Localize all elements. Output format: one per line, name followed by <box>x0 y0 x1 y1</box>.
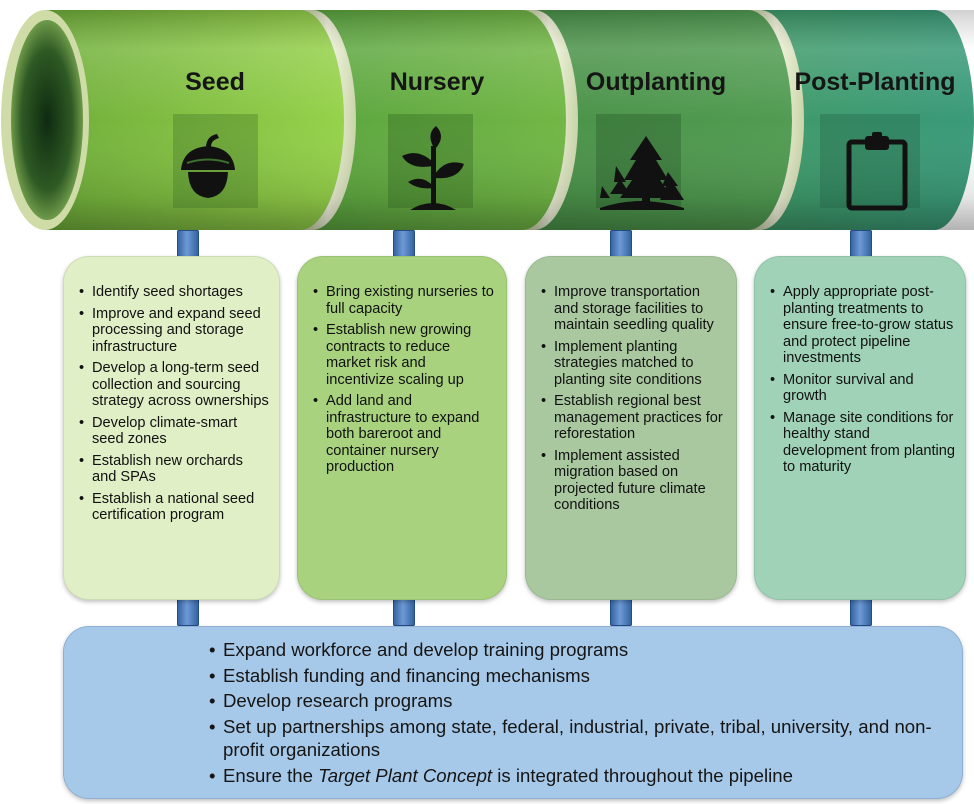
stage-title-post-planting: Post-Planting <box>794 68 956 96</box>
list-item: Develop a long-term seed collection and … <box>79 360 270 410</box>
card-seed-list: Identify seed shortagesImprove and expan… <box>79 284 270 524</box>
card-outplanting: Improve transportation and storage facil… <box>525 256 737 600</box>
list-item: Expand workforce and develop training pr… <box>209 638 943 662</box>
card-post-planting: Apply appropriate post-planting treatmen… <box>754 256 966 600</box>
card-nursery-list: Bring existing nurseries to full capacit… <box>313 284 497 476</box>
stage-title-seed: Seed <box>185 68 245 96</box>
card-outplanting-list: Improve transportation and storage facil… <box>541 284 727 514</box>
trees-icon <box>600 136 684 210</box>
list-item: Establish a national seed certification … <box>79 491 270 524</box>
pipeline-tube <box>1 10 974 230</box>
last-item-suffix: is integrated throughout the pipeline <box>492 764 793 786</box>
card-seed: Identify seed shortagesImprove and expan… <box>63 256 280 600</box>
list-item: Establish funding and financing mechanis… <box>209 664 943 688</box>
acorn-icon <box>181 134 235 198</box>
list-item: Develop climate-smart seed zones <box>79 415 270 448</box>
cross-cutting-list: Expand workforce and develop training pr… <box>209 638 943 762</box>
last-item-prefix: Ensure the <box>223 764 319 786</box>
cross-cutting-box: Expand workforce and develop training pr… <box>63 626 963 799</box>
connector-nursery-bottom <box>393 598 415 626</box>
clipboard-icon <box>846 132 908 211</box>
list-item: Improve transportation and storage facil… <box>541 284 727 334</box>
seedling-icon <box>402 126 464 210</box>
connector-outplanting-bottom <box>610 598 632 626</box>
list-item: Manage site conditions for healthy stand… <box>770 410 956 476</box>
connector-seed-top <box>177 230 199 258</box>
list-item: Implement planting strategies matched to… <box>541 339 727 389</box>
connector-post-planting-top <box>850 230 872 258</box>
list-item: Ensure the Target Plant Concept is integ… <box>209 764 943 788</box>
stage-title-nursery: Nursery <box>389 68 485 96</box>
connector-nursery-top <box>393 230 415 258</box>
connector-seed-bottom <box>177 598 199 626</box>
list-item: Bring existing nurseries to full capacit… <box>313 284 497 317</box>
list-item: Implement assisted migration based on pr… <box>541 448 727 514</box>
list-item: Establish new orchards and SPAs <box>79 453 270 486</box>
list-item: Identify seed shortages <box>79 284 270 301</box>
cross-cutting-last: Ensure the Target Plant Concept is integ… <box>209 764 943 788</box>
connector-post-planting-bottom <box>850 598 872 626</box>
list-item: Monitor survival and growth <box>770 372 956 405</box>
list-item: Set up partnerships among state, federal… <box>209 715 943 762</box>
list-item: Add land and infrastructure to expand bo… <box>313 393 497 476</box>
list-item: Establish regional best management pract… <box>541 393 727 443</box>
last-item-emphasis: Target Plant Concept <box>318 764 493 786</box>
list-item: Apply appropriate post-planting treatmen… <box>770 284 956 367</box>
list-item: Develop research programs <box>209 689 943 713</box>
card-nursery: Bring existing nurseries to full capacit… <box>297 256 507 600</box>
stage-title-outplanting: Outplanting <box>585 68 727 96</box>
card-post-planting-list: Apply appropriate post-planting treatmen… <box>770 284 956 476</box>
list-item: Establish new growing contracts to reduc… <box>313 322 497 388</box>
list-item: Improve and expand seed processing and s… <box>79 306 270 356</box>
connector-outplanting-top <box>610 230 632 258</box>
